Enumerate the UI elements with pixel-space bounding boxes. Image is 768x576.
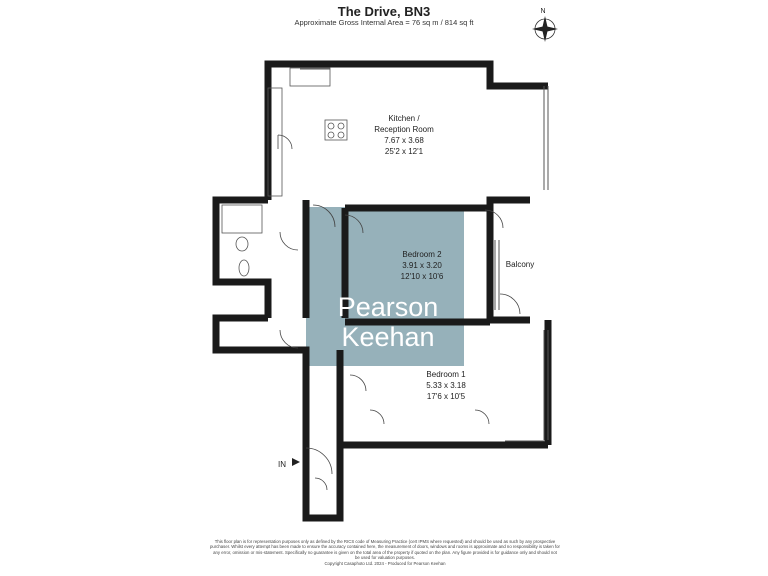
copyright-line: Copyright Casaphoto Ltd. 2024 - Produced… <box>324 560 446 566</box>
fixtures <box>221 67 348 277</box>
compass-icon: N <box>532 8 558 42</box>
bedroom2-metric: 3.91 x 3.20 <box>402 261 442 270</box>
disclaimer-line2: purchaser. Whilst every attempt has been… <box>210 544 560 550</box>
watermark-block <box>306 207 464 366</box>
kitchen-metric: 7.67 x 3.68 <box>384 136 424 145</box>
watermark-line1: Pearson <box>338 292 439 322</box>
kitchen-sink-icon <box>289 67 331 87</box>
door-swings <box>277 134 521 491</box>
bedroom2-name: Bedroom 2 <box>402 250 442 259</box>
kitchen-imperial: 25'2 x 12'1 <box>385 147 424 156</box>
windows <box>300 68 549 442</box>
entrance-label: IN <box>278 460 286 469</box>
bedroom1-metric: 5.33 x 3.18 <box>426 381 466 390</box>
entrance-arrow-icon <box>292 458 300 466</box>
watermark-line2: Keehan <box>341 322 434 352</box>
kitchen-name-line2: Reception Room <box>374 125 434 134</box>
bedroom1-imperial: 17'6 x 10'5 <box>427 392 466 401</box>
bedroom2-imperial: 12'10 x 10'6 <box>401 272 444 281</box>
basin-icon <box>235 236 249 252</box>
disclaimer-footer: This floor plan is for representation pu… <box>175 539 595 566</box>
bath-icon <box>221 204 263 234</box>
toilet-icon <box>238 259 250 277</box>
plan-title: The Drive, BN3 <box>337 4 431 19</box>
bedroom1-name: Bedroom 1 <box>426 370 466 379</box>
hob-icon <box>324 119 348 141</box>
gross-area-text: Approximate Gross Internal Area = 76 sq … <box>294 18 474 27</box>
kitchen-name-line1: Kitchen / <box>388 114 420 123</box>
compass-north-label: N <box>540 8 545 15</box>
balcony-name: Balcony <box>506 260 534 269</box>
disclaimer-line1: This floor plan is for representation pu… <box>214 539 556 544</box>
walls <box>212 60 552 522</box>
disclaimer-line3: any error, omission or mis-statement. Sp… <box>213 549 557 555</box>
disclaimer-line4: be used for valuation purposes. <box>355 555 415 561</box>
